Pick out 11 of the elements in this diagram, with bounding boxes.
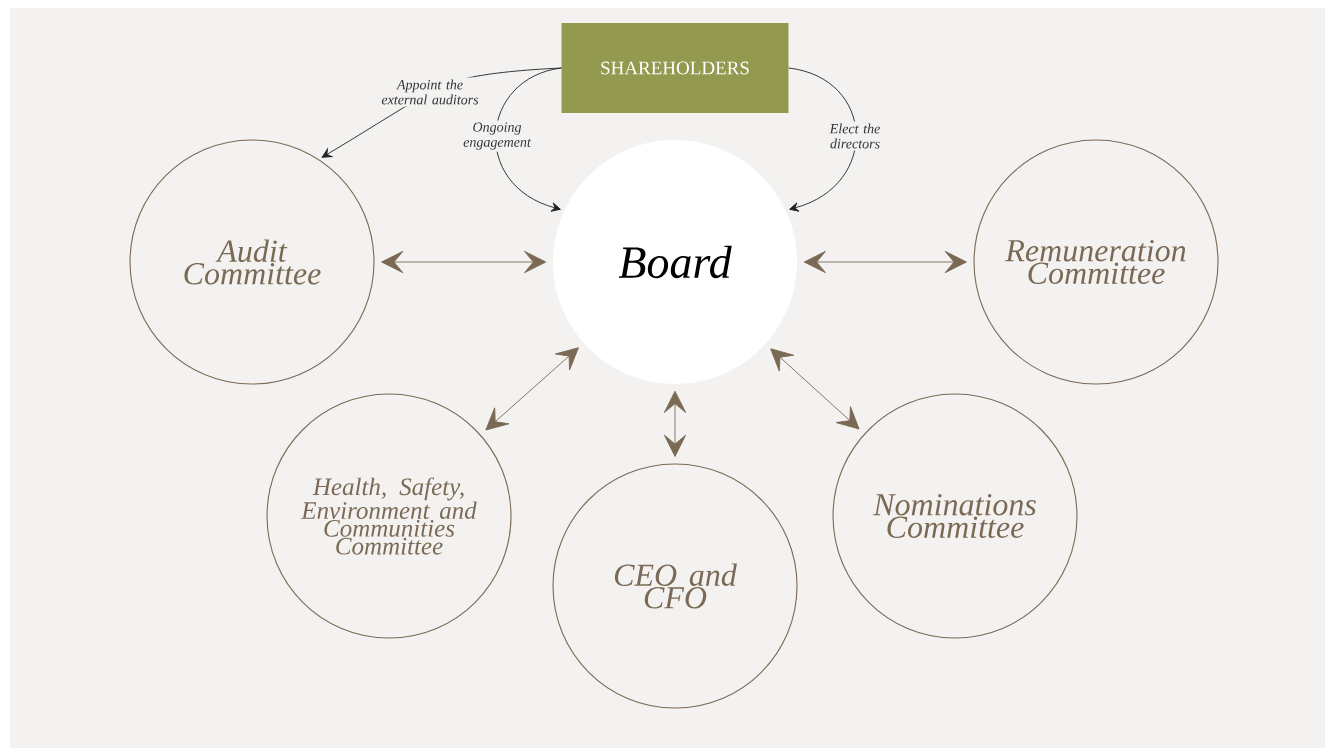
arrow bbox=[788, 67, 857, 212]
shareholders-box: SHAREHOLDERS bbox=[561, 23, 789, 113]
arrow bbox=[770, 348, 860, 430]
arrow bbox=[485, 347, 579, 431]
arrow bbox=[663, 390, 687, 457]
arrow bbox=[803, 250, 967, 274]
edge-label: Ongoing engagement bbox=[455, 120, 539, 152]
arrow bbox=[381, 250, 547, 274]
arrow bbox=[495, 67, 562, 212]
edge-label: Appoint the external auditors bbox=[369, 77, 491, 107]
edge-label: Elect the directors bbox=[819, 121, 891, 151]
